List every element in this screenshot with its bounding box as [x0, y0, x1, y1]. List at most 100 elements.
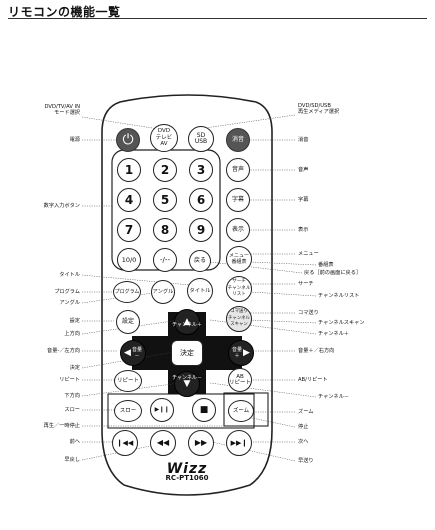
fast-forward-icon: ▶▶: [194, 437, 208, 447]
stop-icon: ■: [199, 404, 209, 415]
label-media: DVD/SD/USB 再生メディア選択: [298, 103, 340, 115]
label-rewind: 早戻し: [64, 457, 80, 463]
number-9-button[interactable]: 9: [189, 218, 213, 242]
rewind-button[interactable]: ◀◀: [150, 430, 176, 456]
label-vol-left: 音量-／左方向: [47, 348, 80, 354]
label-stop: 停止: [298, 424, 309, 430]
label-mode: DVD/TV/AV IN モード選択: [44, 104, 80, 116]
menu-button[interactable]: メニュー 番組表: [226, 246, 252, 272]
label-ab: AB/リピート: [298, 377, 328, 383]
program-button[interactable]: プログラム: [113, 281, 141, 303]
arrow-left-icon: ◀: [124, 347, 131, 358]
fast-forward-button[interactable]: ▶▶: [188, 430, 214, 456]
next-button[interactable]: ▶▶❙: [226, 430, 252, 456]
right-volume-button[interactable]: 音量 ＋▶: [228, 340, 254, 366]
dash-button[interactable]: -/--: [153, 248, 177, 272]
label-chlist: チャンネルリスト: [318, 293, 360, 299]
label-vol-right: 音量＋／右方向: [298, 348, 335, 354]
label-angle: アングル: [59, 300, 80, 306]
label-power: 電源: [69, 137, 80, 143]
enter-button[interactable]: 決定: [171, 340, 203, 366]
label-slow: スロー: [64, 407, 80, 413]
frame-advance-button[interactable]: コマ送り チャンネルスキャン: [226, 306, 252, 332]
number-6-button[interactable]: 6: [189, 188, 213, 212]
subtitle-button[interactable]: 字幕: [226, 188, 250, 212]
brand-logo: Wizz: [166, 461, 208, 477]
number-8-button[interactable]: 8: [153, 218, 177, 242]
down-button-label: チャンネル－: [172, 375, 202, 381]
skip-back-icon: ❙◀◀: [116, 438, 134, 447]
label-program: プログラム: [54, 289, 80, 295]
arrow-right-icon: ▶: [243, 347, 250, 358]
slow-button[interactable]: スロー: [114, 400, 142, 422]
label-chup: チャンネル＋: [318, 331, 349, 337]
number-10-0-button[interactable]: 10/0: [117, 248, 141, 272]
number-3-button[interactable]: 3: [189, 158, 213, 182]
label-display: 表示: [298, 227, 309, 233]
page-title: リモコンの機能一覧: [8, 5, 121, 19]
number-7-button[interactable]: 7: [117, 218, 141, 242]
label-ff: 早送り: [298, 458, 314, 464]
label-back: 戻る［前の画面に戻る］: [304, 270, 362, 276]
angle-button[interactable]: アングル: [151, 280, 175, 304]
label-chscan: チャンネルスキャン: [318, 320, 365, 326]
rewind-icon: ◀◀: [156, 437, 170, 447]
down-button[interactable]: ▼: [174, 371, 200, 397]
search-button[interactable]: サーチ チャンネルリスト: [226, 276, 252, 302]
number-2-button[interactable]: 2: [153, 158, 177, 182]
media-button[interactable]: SD USB: [188, 126, 214, 152]
zoom-button[interactable]: ズーム: [228, 400, 254, 422]
right-volume-label: 音量 ＋: [232, 346, 243, 360]
skip-forward-icon: ▶▶❙: [230, 438, 248, 447]
label-prev: 前へ: [69, 439, 80, 445]
arrow-down-icon: ▼: [183, 378, 191, 389]
number-5-button[interactable]: 5: [153, 188, 177, 212]
left-volume-label: 音量 －: [131, 346, 142, 360]
power-button[interactable]: ⏻: [116, 128, 140, 152]
label-title: タイトル: [59, 272, 80, 278]
title-button[interactable]: タイトル: [187, 278, 213, 304]
up-button[interactable]: ▲: [174, 309, 200, 335]
number-1-button[interactable]: 1: [117, 158, 141, 182]
model-number: RC-PT1060: [165, 474, 209, 482]
number-4-button[interactable]: 4: [117, 188, 141, 212]
left-volume-button[interactable]: ◀音量 －: [120, 340, 146, 366]
transport-frame-top: [223, 392, 269, 427]
leaders-left: [81, 116, 240, 461]
leaders-right: [204, 114, 317, 462]
label-guide: 番組表: [318, 262, 334, 268]
label-up: 上方向: [64, 331, 80, 337]
label-down: 下方向: [64, 393, 80, 399]
repeat-button[interactable]: リピート: [114, 370, 142, 392]
up-button-label: チャンネル＋: [172, 322, 202, 328]
label-zoom: ズーム: [298, 409, 314, 415]
label-setup: 設定: [69, 318, 80, 324]
play-pause-icon: ▶❙❙: [154, 405, 170, 413]
label-menu: メニュー: [298, 251, 319, 257]
label-search: サーチ: [298, 281, 314, 287]
label-subtitle: 字幕: [298, 197, 309, 203]
label-chdown: チャンネル－: [318, 394, 349, 400]
label-next: 次へ: [298, 439, 309, 445]
label-audio: 音声: [298, 167, 309, 173]
label-mute: 消音: [298, 137, 309, 143]
mode-button[interactable]: DVD テレビ AV: [150, 124, 178, 152]
label-play-pause: 再生／一時停止: [43, 423, 80, 429]
label-numeric: 数字入力ボタン: [43, 203, 80, 209]
previous-button[interactable]: ❙◀◀: [112, 430, 138, 456]
mute-button[interactable]: 消音: [226, 128, 250, 152]
play-pause-button[interactable]: ▶❙❙: [150, 398, 174, 422]
label-repeat: リピート: [59, 377, 80, 383]
label-frame: コマ送り: [298, 310, 319, 316]
setup-button[interactable]: 設定: [116, 310, 140, 334]
ab-repeat-button[interactable]: AB リピート: [228, 368, 252, 392]
stop-button[interactable]: ■: [192, 398, 216, 422]
audio-button[interactable]: 音声: [226, 158, 250, 182]
label-enter: 決定: [69, 365, 80, 371]
back-button[interactable]: 戻る: [189, 250, 211, 272]
display-button[interactable]: 表示: [226, 218, 250, 242]
title-underline: [8, 18, 427, 19]
arrow-up-icon: ▲: [183, 316, 191, 327]
